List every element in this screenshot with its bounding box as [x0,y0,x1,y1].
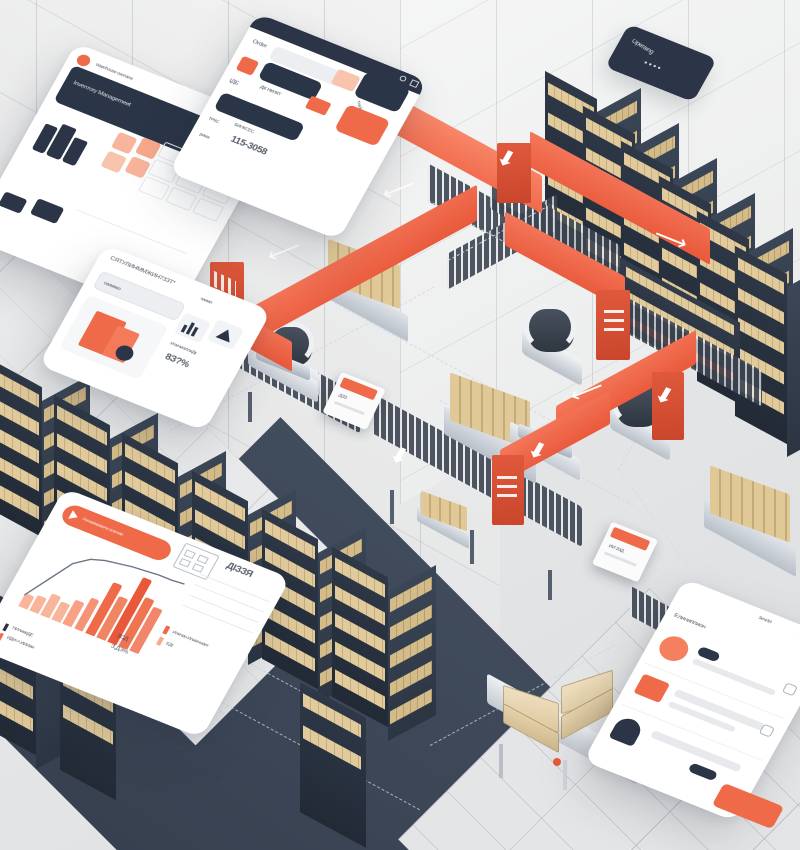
scan-tag-right[interactable]: ИИ ЗЗД [591,521,659,583]
conveyor-leg [470,530,474,564]
operator-list-title: Елиниппион [672,612,707,631]
list-item-chip [687,762,719,782]
wall-status-badge-dots: • • • • [642,58,663,73]
order-status-dot [235,55,260,76]
robot-arm-center [516,300,590,387]
flow-ribbon-drop-1 [497,143,531,203]
order-card-title: Ordеr [251,38,268,50]
legend-label-2: ЕДІ [165,640,175,648]
table-indicator-light [553,758,561,766]
legend-swatch [162,625,171,635]
category-tile[interactable] [124,155,151,179]
alert-triangle-icon[interactable] [206,319,245,351]
status-chip[interactable] [0,191,28,214]
legend-swatch [155,636,165,646]
analytics-header-right: ДІЗЗЯ [224,560,255,579]
table-leg [563,760,567,790]
order-field-value-2: 115-3058 [229,133,270,157]
category-tile[interactable] [100,150,128,174]
analytics-pill-label: Ричииммиичн иличии [81,516,124,537]
legend-label-1: Иличин Илимчниит [171,629,210,648]
order-field-label-4: рима [198,131,211,140]
scan-tag-right-value: ИИ ЗЗД [608,542,625,554]
operator-avatar-1 [654,632,694,666]
order-field-2[interactable] [213,91,306,142]
warehouse-icon [172,542,220,581]
search-stat-value: 8З?% [163,351,192,370]
play-icon [68,510,80,522]
order-field-label-1: ІДЕ [227,78,240,87]
footer-legend-label-1: НИлиииДЕ [11,625,34,638]
ribbon-dash-marks [604,310,624,334]
table-leg [499,744,503,778]
operator-avatar-2 [633,673,670,703]
operator-avatar-3 [608,714,645,747]
conveyor-leg [548,570,552,600]
category-tile[interactable] [110,131,138,155]
dashboard-header-label: Invenтory Managemeиt [72,80,132,108]
order-field-label-2: ТРКС [207,115,221,125]
search-input-placeholder: сииммио [102,280,122,292]
pallet-stack-small-left [415,490,473,550]
bar-chart-icon[interactable] [173,312,212,344]
list-item-text [691,657,777,696]
link-icon[interactable] [781,682,799,697]
pallet-stack-right [700,465,800,577]
ribbon-dash-marks [497,476,517,500]
conveyor-leg [390,490,394,524]
order-badge-icon [304,95,332,116]
scan-tag-left-value: ДЗЗ [338,392,348,400]
order-primary-button[interactable] [334,104,391,147]
wall-status-badge-label: Operaıng [630,38,655,56]
status-chip[interactable] [29,198,65,225]
shelf-rack [300,682,440,850]
efficiency-trend-line [23,558,185,596]
flow-ribbon-drop-3 [652,372,684,440]
operator-header-right-label: ЗичИИ [757,614,773,625]
conveyor-leg [248,392,252,422]
search-link[interactable]: чиимп [199,295,214,305]
analytics-chart-card[interactable]: Ричииммиичн иличии ДІЗЗЯ Иличин Илимчнии… [0,487,291,739]
